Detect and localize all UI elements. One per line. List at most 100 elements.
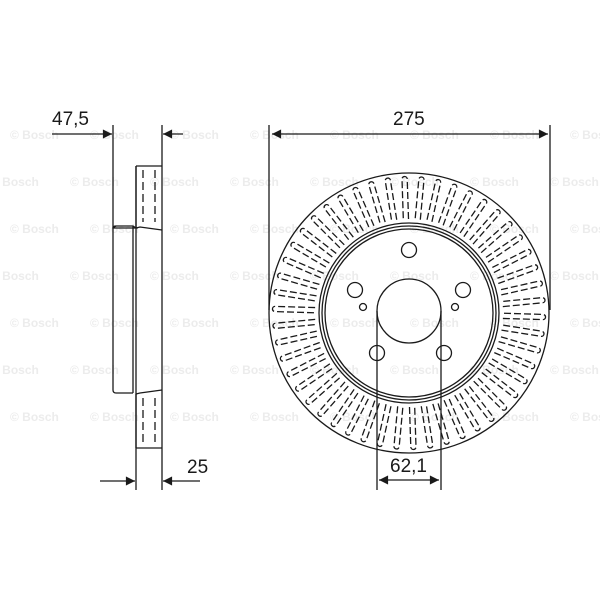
- vent-slot: [368, 181, 386, 224]
- bolt-hole: [400, 241, 418, 259]
- vent-slot: [376, 404, 392, 448]
- watermark-text: © Bosch: [230, 175, 279, 189]
- watermark-text: © Bosch: [70, 269, 119, 283]
- dim-label-hub-height: 47,5: [52, 109, 89, 130]
- vent-slot: [275, 330, 319, 346]
- vent-slot: [501, 324, 545, 337]
- locating-hole: [450, 302, 460, 312]
- watermark-text: © Bosch: [570, 410, 600, 424]
- watermark-text: © Bosch: [90, 128, 139, 142]
- watermark-text: © Bosch: [250, 410, 299, 424]
- watermark-text: © Bosch: [330, 410, 379, 424]
- locating-hole: [358, 302, 368, 312]
- watermark-text: © Bosch: [390, 363, 439, 377]
- vent-slot: [277, 272, 320, 291]
- watermark-text: © Bosch: [0, 269, 39, 283]
- watermark-text: © Bosch: [550, 363, 599, 377]
- vent-slot: [272, 318, 316, 330]
- watermark-text: © Bosch: [10, 222, 59, 236]
- vent-slot: [414, 176, 425, 220]
- vent-slot: [345, 395, 370, 436]
- vent-slot: [468, 209, 501, 245]
- watermark-text: © Bosch: [90, 316, 139, 330]
- vent-slot: [464, 385, 495, 423]
- vent-slot: [502, 312, 547, 321]
- vent-slot: [384, 177, 398, 221]
- vent-slot: [305, 372, 341, 405]
- vent-slot: [330, 388, 359, 428]
- watermark-text: © Bosch: [170, 128, 219, 142]
- vent-slot: [393, 406, 404, 450]
- vent-slot: [432, 402, 450, 445]
- vent-slot: [448, 190, 473, 231]
- vent-slot: [502, 296, 546, 308]
- watermark-text: © Bosch: [250, 222, 299, 236]
- disc-outer-edge: [268, 172, 550, 454]
- vent-slot: [454, 392, 481, 432]
- vent-slot: [282, 256, 324, 279]
- vent-slot: [323, 203, 354, 241]
- vent-slot: [437, 183, 458, 226]
- watermark-text: © Bosch: [10, 316, 59, 330]
- watermark-text: © Bosch: [410, 316, 459, 330]
- center-bore: [376, 278, 442, 344]
- side-view: [52, 125, 200, 490]
- vent-slot: [459, 198, 488, 238]
- watermark-text: © Bosch: [170, 410, 219, 424]
- vent-slot: [484, 234, 523, 263]
- bolt-hole: [435, 344, 453, 362]
- watermark-text: © Bosch: [470, 175, 519, 189]
- watermark-text: © Bosch: [550, 269, 599, 283]
- watermark-text: © Bosch: [570, 222, 600, 236]
- vent-slot: [310, 215, 345, 249]
- watermark-text: © Bosch: [330, 316, 379, 330]
- vent-slot: [473, 377, 508, 411]
- vent-slot: [481, 367, 519, 399]
- watermark-text: © Bosch: [0, 363, 39, 377]
- vent-slot: [494, 347, 536, 370]
- vent-slot: [443, 397, 466, 440]
- vent-slot: [273, 289, 317, 302]
- bolt-hole: [346, 281, 364, 299]
- watermark-text: © Bosch: [410, 410, 459, 424]
- vent-slots: [271, 175, 547, 451]
- inner-ring-3: [324, 228, 494, 398]
- vent-slot: [499, 280, 543, 296]
- watermark-text: © Bosch: [230, 269, 279, 283]
- dim-label-thickness: 25: [187, 457, 209, 478]
- inner-ring-2: [321, 225, 497, 401]
- watermark-text: © Bosch: [170, 316, 219, 330]
- watermark-text: © Bosch: [70, 175, 119, 189]
- vent-slot: [477, 221, 513, 254]
- front-view: [268, 125, 551, 490]
- dim-label-outer-diameter: 275: [393, 109, 425, 130]
- watermark-text: © Bosch: [90, 410, 139, 424]
- vent-slot: [286, 352, 327, 378]
- watermark-text: © Bosch: [310, 175, 359, 189]
- vent-slot: [295, 363, 334, 392]
- vent-slot: [360, 400, 381, 443]
- vent-slot: [426, 178, 442, 222]
- vent-slot: [352, 186, 375, 229]
- watermark-text: © Bosch: [230, 363, 279, 377]
- vent-slot: [401, 175, 410, 220]
- vent-slot: [290, 241, 330, 269]
- vent-slot: [420, 405, 434, 449]
- watermark-text: © Bosch: [490, 222, 539, 236]
- dim-label-center-bore: 62,1: [390, 456, 427, 477]
- watermark-text: © Bosch: [550, 175, 599, 189]
- vent-slot: [271, 305, 316, 314]
- watermark-text: © Bosch: [170, 222, 219, 236]
- vent-slot: [408, 406, 417, 451]
- watermark-text: © Bosch: [10, 128, 59, 142]
- watermark-text: © Bosch: [10, 410, 59, 424]
- vent-slot: [337, 194, 364, 234]
- watermark-text: © Bosch: [570, 316, 600, 330]
- bolt-hole: [454, 281, 472, 299]
- watermark-text: © Bosch: [410, 222, 459, 236]
- vent-slot: [496, 264, 539, 285]
- bolt-hole: [368, 344, 386, 362]
- watermark-text: © Bosch: [330, 222, 379, 236]
- vent-slot: [498, 335, 541, 354]
